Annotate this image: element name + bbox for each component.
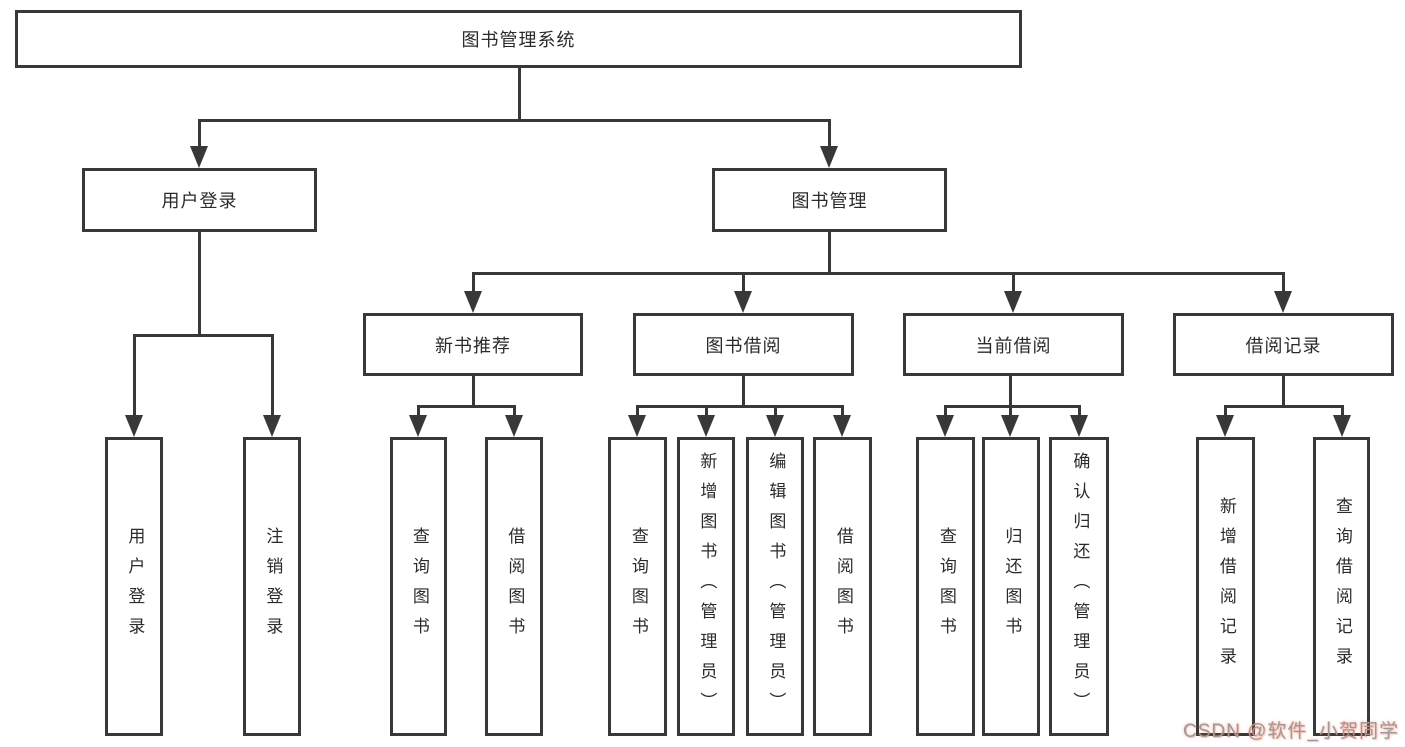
leaf-confirm-return-admin-label: 确认归还（管理员） (1070, 451, 1090, 722)
connector-line (742, 376, 745, 407)
connector-line (1078, 406, 1081, 420)
node-borrow-records: 借阅记录 (1173, 313, 1394, 376)
leaf-query-book-borrow: 查询图书 (608, 437, 667, 736)
connector-line (1224, 406, 1227, 420)
connector-line (1009, 406, 1012, 420)
connector-line (1224, 405, 1344, 408)
connector-line (198, 119, 831, 122)
node-book-management-label: 图书管理 (791, 191, 868, 211)
leaf-query-book-current-label: 查询图书 (936, 526, 956, 647)
node-book-borrow: 图书借阅 (633, 313, 854, 376)
arrow-down-icon (1001, 415, 1019, 437)
leaf-confirm-return-admin: 确认归还（管理员） (1049, 437, 1109, 736)
connector-line (472, 273, 475, 295)
connector-line (774, 406, 777, 420)
connector-line (841, 406, 844, 420)
leaf-borrow-book: 借阅图书 (813, 437, 872, 736)
arrow-down-icon (1004, 291, 1022, 313)
arrow-down-icon (936, 415, 954, 437)
connector-line (944, 406, 947, 420)
arrow-down-icon (1274, 291, 1292, 313)
leaf-edit-book-admin-label: 编辑图书（管理员） (766, 451, 786, 722)
leaf-return-book-label: 归还图书 (1002, 526, 1022, 647)
connector-line (133, 335, 136, 420)
connector-line (472, 272, 1285, 275)
node-root: 图书管理系统 (15, 10, 1022, 68)
leaf-add-book-admin-label: 新增图书（管理员） (697, 451, 717, 722)
connector-line (1012, 273, 1015, 295)
connector-line (1341, 406, 1344, 420)
connector-line (1282, 273, 1285, 295)
node-current-borrow: 当前借阅 (903, 313, 1124, 376)
leaf-logout-label: 注销登录 (263, 526, 283, 647)
arrow-down-icon (125, 415, 143, 437)
connector-line (828, 120, 831, 150)
arrow-down-icon (833, 415, 851, 437)
leaf-logout: 注销登录 (243, 437, 301, 736)
leaf-return-book: 归还图书 (982, 437, 1040, 736)
arrow-down-icon (190, 146, 208, 168)
connector-line (198, 120, 201, 150)
leaf-borrow-book-recommend-label: 借阅图书 (505, 526, 525, 647)
arrow-down-icon (263, 415, 281, 437)
connector-line (417, 405, 516, 408)
connector-line (1009, 376, 1012, 407)
node-root-label: 图书管理系统 (461, 30, 576, 50)
connector-line (705, 406, 708, 420)
arrow-down-icon (464, 291, 482, 313)
arrow-down-icon (505, 415, 523, 437)
leaf-add-borrow-record: 新增借阅记录 (1196, 437, 1255, 736)
node-new-book-recommend: 新书推荐 (363, 313, 583, 376)
arrow-down-icon (697, 415, 715, 437)
leaf-add-borrow-record-label: 新增借阅记录 (1216, 496, 1236, 677)
arrow-down-icon (1070, 415, 1088, 437)
connector-line (742, 273, 745, 295)
leaf-query-book-current: 查询图书 (916, 437, 975, 736)
node-book-management: 图书管理 (712, 168, 947, 232)
leaf-user-login-label: 用户登录 (125, 526, 145, 647)
node-borrow-records-label: 借阅记录 (1245, 335, 1322, 356)
connector-line (513, 406, 516, 420)
node-new-book-recommend-label: 新书推荐 (435, 335, 511, 356)
leaf-query-borrow-record-label: 查询借阅记录 (1332, 496, 1352, 677)
node-book-borrow-label: 图书借阅 (705, 335, 782, 356)
arrow-down-icon (409, 415, 427, 437)
node-user-login-label: 用户登录 (161, 191, 238, 211)
connector-line (944, 405, 1081, 408)
node-user-login: 用户登录 (82, 168, 317, 232)
connector-line (198, 232, 201, 336)
leaf-query-book-borrow-label: 查询图书 (628, 526, 648, 647)
arrow-down-icon (734, 291, 752, 313)
csdn-watermark: CSDN @软件_小贺同学 (1183, 721, 1399, 742)
connector-line (417, 406, 420, 420)
leaf-query-borrow-record: 查询借阅记录 (1313, 437, 1370, 736)
connector-line (828, 232, 831, 275)
leaf-borrow-book-label: 借阅图书 (833, 526, 853, 647)
arrow-down-icon (820, 146, 838, 168)
node-current-borrow-label: 当前借阅 (975, 335, 1052, 356)
connector-line (636, 405, 844, 408)
arrow-down-icon (1216, 415, 1234, 437)
connector-line (636, 406, 639, 420)
arrow-down-icon (1333, 415, 1351, 437)
arrow-down-icon (766, 415, 784, 437)
connector-line (518, 68, 521, 122)
connector-line (472, 376, 475, 407)
leaf-add-book-admin: 新增图书（管理员） (677, 437, 735, 736)
leaf-query-book-recommend-label: 查询图书 (409, 526, 429, 647)
leaf-edit-book-admin: 编辑图书（管理员） (746, 437, 804, 736)
connector-line (1282, 376, 1285, 407)
connector-line (271, 335, 274, 420)
arrow-down-icon (628, 415, 646, 437)
leaf-user-login: 用户登录 (105, 437, 163, 736)
leaf-borrow-book-recommend: 借阅图书 (485, 437, 543, 736)
leaf-query-book-recommend: 查询图书 (390, 437, 447, 736)
connector-line (133, 334, 274, 337)
